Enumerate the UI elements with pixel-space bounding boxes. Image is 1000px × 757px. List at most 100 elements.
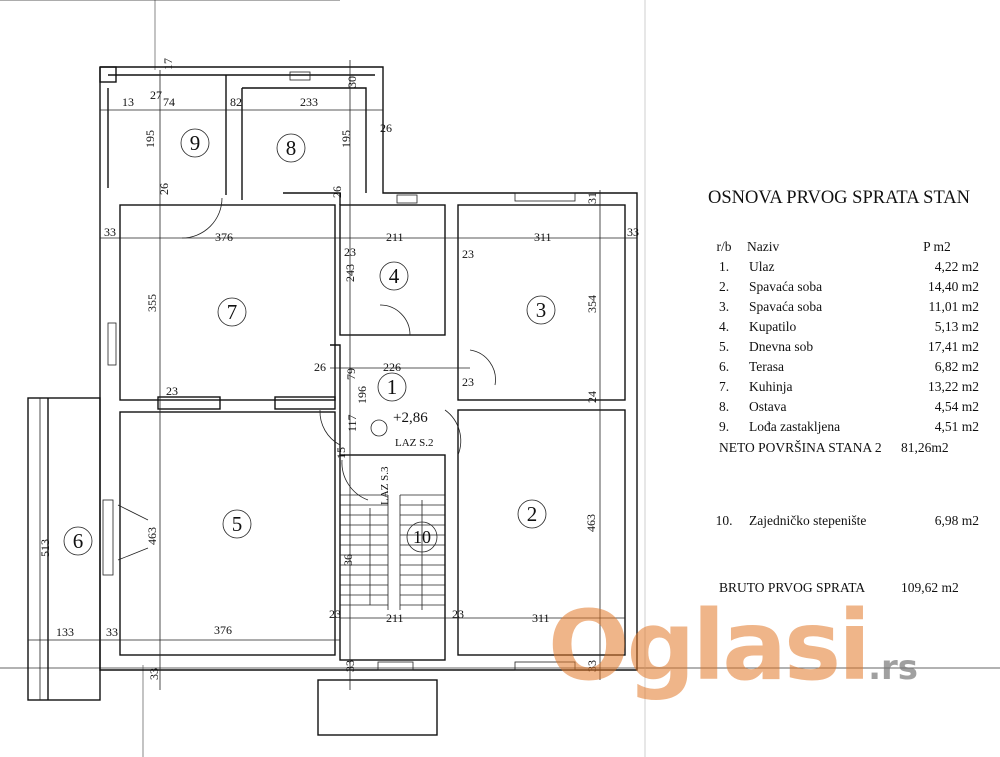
legend-header: r/b Naziv P m2	[705, 237, 995, 257]
legend-row: 5. Dnevna sob 17,41 m2	[705, 337, 995, 357]
room-number: 7.	[718, 379, 730, 394]
room-area: 14,40 m2	[927, 279, 979, 294]
dimension-label: 79	[344, 368, 358, 380]
room-name: Kupatilo	[749, 319, 797, 334]
header-num: r/b	[716, 239, 732, 254]
level-marker-icon	[370, 419, 388, 437]
dimension-label: 26	[330, 186, 344, 198]
room-area: 11,01 m2	[928, 299, 980, 314]
dimension-lines	[28, 60, 637, 700]
legend-row: 6. Terasa 6,82 m2	[705, 357, 995, 377]
room-name: Dnevna sob	[749, 339, 814, 354]
dimension-label: 463	[584, 514, 598, 532]
room-number: 2.	[718, 279, 730, 294]
exterior-walls	[27, 66, 638, 736]
dimension-label: 33	[627, 225, 639, 239]
room-number: 1	[387, 375, 398, 399]
room-area: 4,22 m2	[934, 259, 979, 274]
room-number: 10	[413, 527, 431, 547]
dimension-label: 23	[452, 607, 464, 621]
header-area: P m2	[923, 239, 951, 254]
dimension-label: 133	[56, 625, 74, 639]
dimension-label: 36	[341, 554, 355, 566]
entrance-label: LAZ S.2	[395, 437, 434, 449]
room-number: 3	[536, 298, 547, 322]
room-name: Terasa	[749, 359, 785, 374]
watermark-brand: Oglasi	[548, 590, 871, 702]
common-num: 10.	[715, 513, 733, 528]
dimension-label: 211	[386, 611, 404, 625]
room-legend: OSNOVA PRVOG SPRATA STAN r/b Naziv P m2 …	[705, 188, 995, 599]
room-number: 2	[527, 502, 538, 526]
dimension-label: 311	[532, 611, 550, 625]
dimension-label: 82	[230, 95, 242, 109]
dimension-label: 24	[585, 391, 599, 403]
room-number: 4	[389, 264, 400, 288]
entrance-label-vertical: LAZ S.3	[379, 466, 391, 505]
room-area: 5,13 m2	[934, 319, 979, 334]
windows	[102, 71, 576, 671]
dimension-label: 354	[585, 295, 599, 313]
room-name: Ostava	[749, 399, 787, 414]
dimension-label: 33	[104, 225, 116, 239]
room-number: 4.	[718, 319, 730, 334]
dimension-label: 513	[38, 539, 52, 557]
watermark-tld: .rs	[868, 648, 918, 688]
dimension-label: 23	[344, 245, 356, 259]
room-number: 3.	[718, 299, 730, 314]
dimension-label: 26	[380, 121, 392, 135]
dimension-label: 13	[122, 95, 134, 109]
legend-row: 4. Kupatilo 5,13 m2	[705, 317, 995, 337]
dimension-label: 211	[386, 230, 404, 244]
dimension-label: 74	[163, 95, 175, 109]
common-area: 6,98 m2	[934, 513, 979, 528]
dimension-label: 15	[334, 447, 348, 459]
dimension-label: 195	[339, 130, 353, 148]
dimension-label: 195	[143, 130, 157, 148]
legend-row: 3. Spavaća soba 11,01 m2	[705, 297, 995, 317]
room-number: 1.	[718, 259, 730, 274]
legend-title: OSNOVA PRVOG SPRATA STAN	[708, 188, 970, 208]
header-name: Naziv	[747, 239, 780, 254]
room-number: 7	[227, 300, 238, 324]
room-numbers: 1 2 3 4 5 6 7 8 9 10	[63, 128, 556, 556]
room-area: 6,82 m2	[934, 359, 979, 374]
dimension-label: 17	[161, 58, 175, 70]
room-name: Spavaća soba	[749, 279, 823, 294]
stair-steps	[340, 494, 445, 610]
dimension-label: 463	[145, 527, 159, 545]
dimension-label: 23	[166, 384, 178, 398]
dimension-label: 243	[343, 264, 357, 282]
dimension-label: 196	[355, 386, 369, 404]
room-number: 9	[190, 131, 201, 155]
common-area-row: 10. Zajedničko stepenište 6,98 m2	[705, 511, 995, 531]
room-number: 8	[286, 136, 297, 160]
room-name: Spavaća soba	[749, 299, 823, 314]
dimension-label: 31	[585, 192, 599, 204]
doors	[117, 197, 496, 561]
dimension-label: 376	[215, 230, 233, 244]
room-number: 6	[73, 529, 84, 553]
dimension-label: 26	[157, 183, 171, 195]
dimension-label: 33	[585, 660, 599, 672]
dimension-label: 117	[345, 414, 359, 432]
gross-label: BRUTO PRVOG SPRATA	[719, 580, 866, 595]
dimension-label: 26	[314, 360, 326, 374]
room-number: 6.	[718, 359, 730, 374]
room-area: 17,41 m2	[927, 339, 979, 354]
level-mark: +2,86	[393, 410, 428, 426]
dimension-label: 311	[534, 230, 552, 244]
dimension-label: 233	[300, 95, 318, 109]
room-number: 5.	[718, 339, 730, 354]
dimension-label: 33	[147, 668, 161, 680]
legend-row: 2. Spavaća soba 14,40 m2	[705, 277, 995, 297]
gross-area-row: BRUTO PRVOG SPRATA 109,62 m2	[705, 577, 995, 599]
room-number: 8.	[718, 399, 730, 414]
room-area: 4,51 m2	[934, 419, 979, 434]
dimension-label: 23	[329, 607, 341, 621]
